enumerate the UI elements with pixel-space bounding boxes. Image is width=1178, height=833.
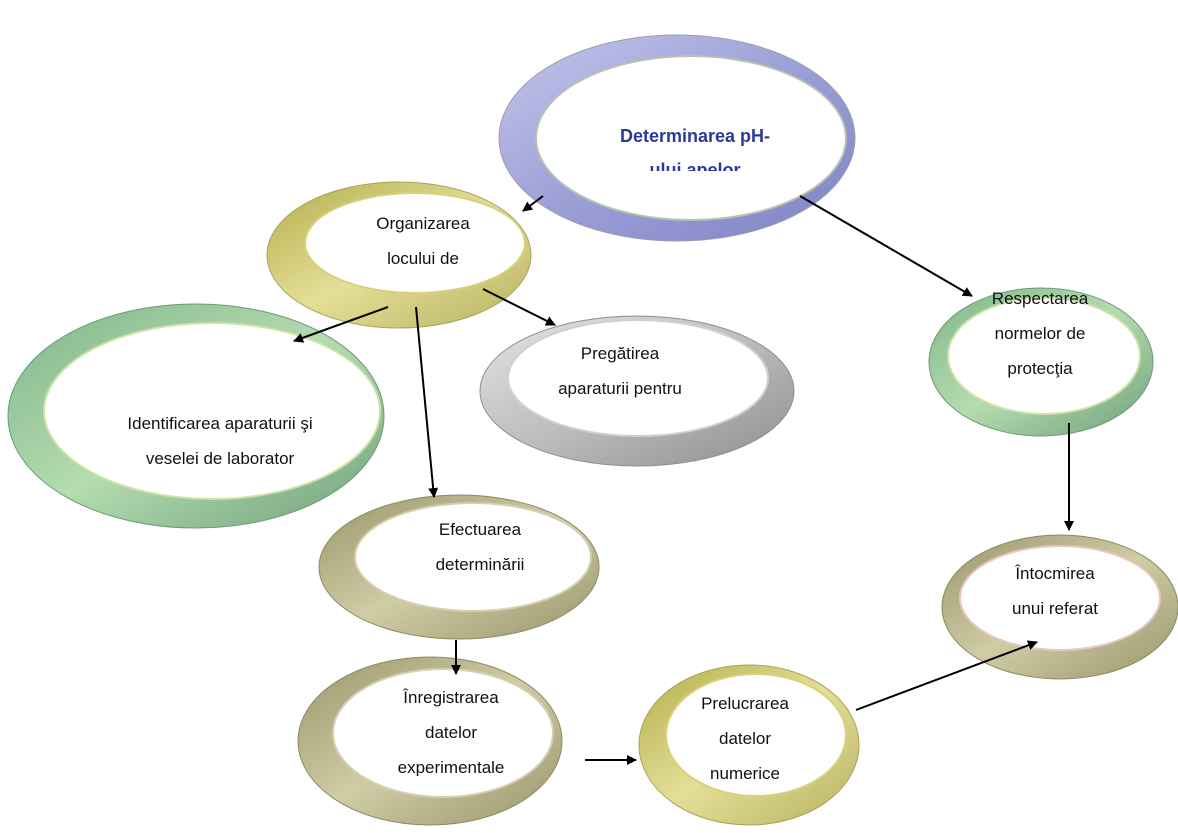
- ring-organizarea: [266, 181, 532, 329]
- ring-respectarea: [928, 287, 1154, 437]
- arrow-center-respectarea: [799, 195, 973, 297]
- ring-efectuarea: [318, 494, 600, 640]
- node-identificarea-label: Identificarea aparaturii şi veselei de l…: [95, 406, 345, 464]
- ring-prelucrarea: [638, 664, 860, 826]
- ring-center: [498, 34, 856, 242]
- node-pregatirea-line-2: aparaturii pentru: [558, 379, 682, 398]
- arrow-organizarea-identificarea: [293, 306, 389, 343]
- node-inregistrarea-line-2: datelor: [425, 723, 477, 742]
- node-identificarea-line-2: veselei de laborator: [145, 449, 295, 464]
- node-respectarea-label: Respectarea normelor de protecţia: [965, 281, 1115, 378]
- node-pregatirea-label: Pregătirea aparaturii pentru: [520, 336, 720, 406]
- ring-inregistrarea: [297, 656, 563, 826]
- node-organizarea-line-1: Organizarea: [376, 214, 470, 233]
- node-prelucrarea-line-1: Prelucrarea: [701, 694, 789, 713]
- node-prelucrarea-line-2: datelor: [719, 729, 771, 748]
- node-intocmirea-line-2: unui referat: [1012, 599, 1098, 618]
- node-respectarea-line-1: Respectarea: [991, 289, 1089, 308]
- node-identificarea-line-1: Identificarea aparaturii şi: [127, 414, 313, 433]
- node-inregistrarea-line-3: experimentale: [397, 758, 505, 776]
- node-center-label: Determinarea pH- ului apelor: [600, 119, 790, 171]
- connector-arrows: [293, 195, 1074, 765]
- node-inregistrarea-label: Înregistrarea datelor experimentale: [376, 680, 526, 776]
- node-efectuarea-label: Efectuarea determinării: [405, 512, 555, 582]
- ring-intocmirea: [941, 534, 1178, 680]
- node-respectarea-line-2: normelor de: [994, 324, 1086, 343]
- node-center-line-1: Determinarea pH-: [619, 126, 771, 146]
- node-intocmirea-line-1: Întocmirea: [1015, 564, 1095, 583]
- node-inregistrarea-line-1: Înregistrarea: [403, 688, 499, 707]
- node-efectuarea-line-1: Efectuarea: [438, 520, 522, 539]
- node-efectuarea-line-2: determinării: [435, 555, 525, 574]
- arrow-organizarea-pregatirea: [482, 288, 556, 326]
- ring-pregatirea: [479, 315, 795, 467]
- node-organizarea-line-2: locului de: [387, 249, 459, 268]
- node-prelucrarea-line-3: numerice: [710, 764, 780, 780]
- node-center-line-2: ului apelor: [649, 160, 741, 171]
- arrow-center-organizarea: [522, 195, 544, 212]
- node-prelucrarea-label: Prelucrarea datelor numerice: [680, 686, 810, 780]
- node-organizarea-label: Organizarea locului de: [358, 206, 488, 276]
- node-pregatirea-line-1: Pregătirea: [580, 344, 660, 363]
- node-intocmirea-label: Întocmirea unui referat: [970, 556, 1140, 626]
- arrow-prelucrarea-intocmirea: [855, 640, 1038, 711]
- node-respectarea-line-3: protecţia: [1007, 359, 1073, 378]
- ring-identificarea: [7, 303, 385, 529]
- arrow-organizarea-efectuarea: [415, 306, 439, 498]
